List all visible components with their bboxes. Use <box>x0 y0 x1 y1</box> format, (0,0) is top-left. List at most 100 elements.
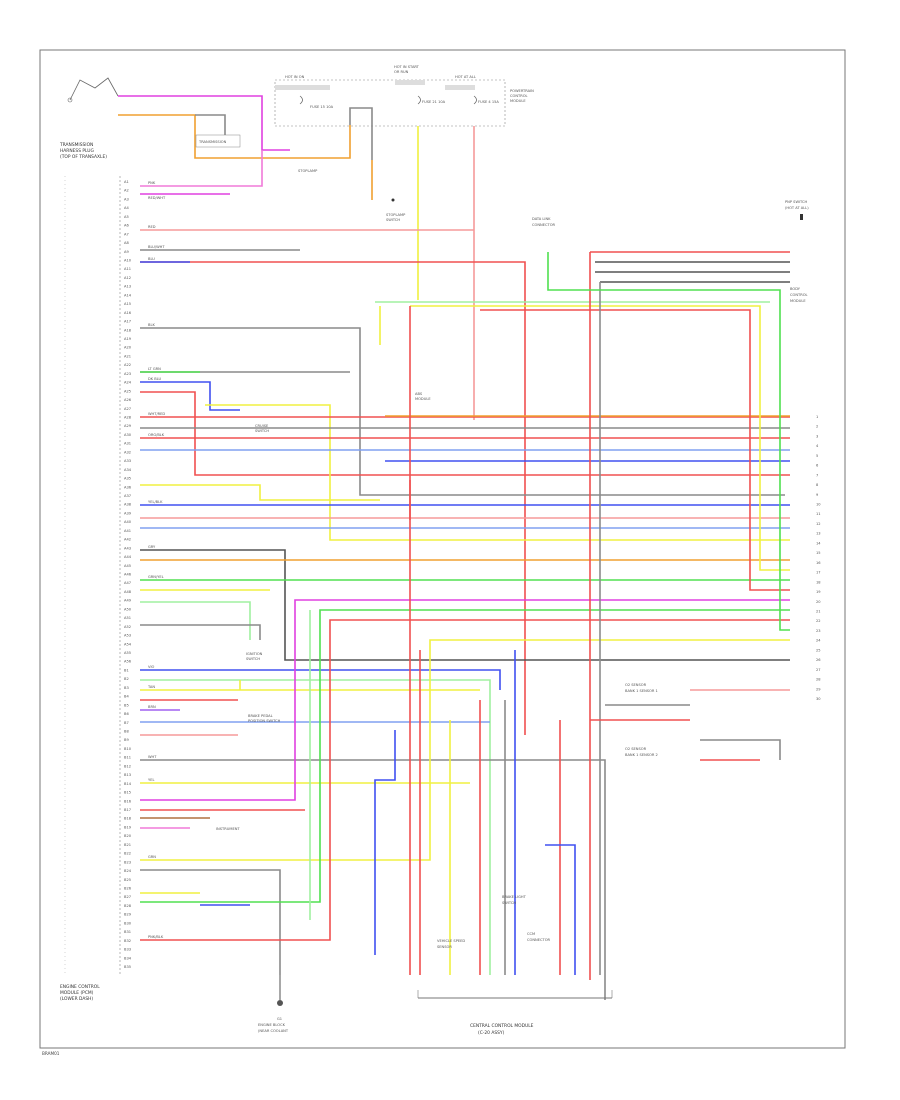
left-pin-label: B14 <box>124 782 132 786</box>
left-pin-label: A45 <box>124 564 131 568</box>
cruise-label-1: CRUISE <box>255 424 269 428</box>
fuse-2-name: FUSE 21 10A <box>422 100 446 104</box>
left-pin-label: B13 <box>124 773 131 777</box>
left-pin-label: B29 <box>124 913 132 917</box>
stoplamp-node <box>391 198 395 202</box>
right-pin-label: 16 <box>816 561 821 565</box>
o2-sensor-1-label-2: BANK 1 SENSOR 1 <box>625 689 658 693</box>
ccm-connector-sub-2: CONNECTOR <box>527 938 551 942</box>
bottom-ccm-connector: CENTRAL CONTROL MODULE (C-20 ASSY) VEHIC… <box>417 895 613 1036</box>
data-link-label-2: CONNECTOR <box>532 223 556 227</box>
ground-label-1: G1 <box>277 1017 282 1021</box>
wire-label: YEL <box>148 778 154 782</box>
right-wires <box>239 251 790 980</box>
left-pin-label: A26 <box>124 398 132 402</box>
left-pin-label: B32 <box>124 939 131 943</box>
left-pin-label: B19 <box>124 825 132 829</box>
left-pin-label: A7 <box>124 232 129 236</box>
wire-label: BLK <box>148 323 155 327</box>
ground-label-2: ENGINE BLOCK <box>258 1023 286 1027</box>
fuse-1-icon <box>299 95 303 105</box>
left-pin-label: A42 <box>124 538 131 542</box>
wire-label: BRN <box>148 705 156 709</box>
left-pin-label: B33 <box>124 948 131 952</box>
vss-label-2: SENSOR <box>437 945 452 949</box>
right-pin-label: 28 <box>816 678 821 682</box>
left-pin-label: B20 <box>124 834 132 838</box>
left-pin-label: B9 <box>124 738 129 742</box>
fuse-3-icon <box>473 95 477 105</box>
left-pin-label: B2 <box>124 677 129 681</box>
wire-label: TAN <box>147 685 155 689</box>
body-module-label-2: CONTROL <box>790 293 808 297</box>
left-pin-label: B17 <box>124 808 131 812</box>
left-pin-label: A5 <box>124 215 129 219</box>
trans-relay-box <box>195 134 241 148</box>
left-pin-labels: A1A2A3A4A5A6A7A8A9A10A11A12A13A14A15A16A… <box>124 180 132 969</box>
left-pin-label: A1 <box>124 180 129 184</box>
right-pin-label: 5 <box>816 454 818 458</box>
fuse-3-name: FUSE 4 15A <box>478 100 499 104</box>
left-pin-label: A29 <box>124 424 132 428</box>
left-pin-label: A38 <box>124 503 132 507</box>
right-pin-label: 11 <box>816 512 821 516</box>
left-pin-label: A56 <box>124 660 132 664</box>
left-pin-label: A55 <box>124 651 131 655</box>
transmission-harness: TRANSMISSION HARNESS PLUG (TOP OF TRANSA… <box>59 77 119 160</box>
left-pin-label: A52 <box>124 625 131 629</box>
ground-g1: G1 ENGINE BLOCK (NEAR COOLANT <box>258 975 289 1033</box>
right-pin-label: 9 <box>816 493 819 497</box>
wire-label: LT GRN <box>148 367 161 371</box>
left-pin-label: A2 <box>124 189 129 193</box>
right-pin-label: 14 <box>816 541 821 545</box>
right-label-1: PNP SWITCH <box>785 200 808 204</box>
left-pin-label: A4 <box>124 206 129 210</box>
left-pin-label: A6 <box>124 224 129 228</box>
right-pin-label: 21 <box>816 610 821 614</box>
left-pin-label: A22 <box>124 363 131 367</box>
abs-label-1: ABS <box>415 392 423 396</box>
ccm-connector-label-1: CENTRAL CONTROL MODULE <box>470 1023 534 1029</box>
right-pin-label: 27 <box>816 668 821 672</box>
tcm-connector-label-2: CONTROL <box>510 94 528 98</box>
left-pin-label: A8 <box>124 241 129 245</box>
left-pin-label: A11 <box>124 267 131 271</box>
left-pin-label: A49 <box>124 599 132 603</box>
left-pin-label: A3 <box>124 197 129 201</box>
left-pin-label: B27 <box>124 895 131 899</box>
fuse-2-sub: OR RUN <box>394 70 409 74</box>
fuse-2-icon <box>417 95 421 105</box>
right-pin-label: 7 <box>816 473 818 477</box>
wire-label: ORG/BLK <box>148 433 165 437</box>
right-connector-icon <box>800 214 803 220</box>
left-pin-label: B11 <box>124 756 131 760</box>
left-pin-label: B24 <box>124 869 132 873</box>
left-pin-label: A17 <box>124 320 131 324</box>
left-pin-label: B10 <box>124 747 132 751</box>
left-pin-label: B1 <box>124 668 129 672</box>
fuse-2-title: HOT IN START <box>394 65 420 69</box>
right-pin-label: 26 <box>816 658 821 662</box>
right-pin-label: 2 <box>816 425 818 429</box>
right-pin-label: 6 <box>816 464 819 468</box>
tcm-connector-label-1: POWERTRAIN <box>510 89 534 93</box>
fuse-1-name: FUSE 15 10A <box>310 105 334 109</box>
tcm-connector-label-3: MODULE <box>510 99 526 103</box>
left-wires <box>140 150 790 1000</box>
left-pin-label: B7 <box>124 721 129 725</box>
right-pin-label: 19 <box>816 590 821 594</box>
left-pin-label: A37 <box>124 494 131 498</box>
transmission-harness-label-3: (TOP OF TRANSAXLE) <box>60 154 107 160</box>
o2-sensor-1-label-1: O2 SENSOR <box>625 683 647 687</box>
abs-label-2: MODULE <box>415 397 431 401</box>
left-pin-label: A34 <box>124 468 132 472</box>
left-pin-label: B34 <box>124 956 132 960</box>
left-pin-label: A15 <box>124 302 131 306</box>
right-pin-label: 23 <box>816 629 821 633</box>
right-pin-label: 17 <box>816 571 821 575</box>
right-pin-label: 18 <box>816 580 821 584</box>
right-pin-label: 3 <box>816 434 818 438</box>
right-label-2: (HOT AT ALL) <box>785 206 809 210</box>
wire-label: PNK <box>148 181 156 185</box>
